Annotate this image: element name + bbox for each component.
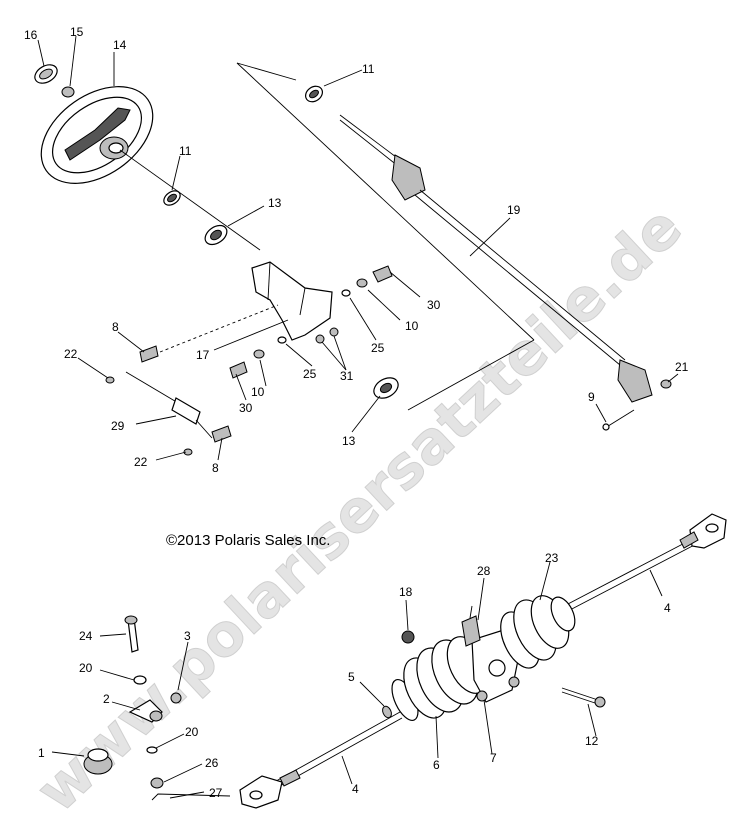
boot-right <box>500 595 576 669</box>
callout-13: 13 <box>268 196 282 210</box>
callout-3: 3 <box>184 629 191 643</box>
copyright-text: ©2013 Polaris Sales Inc. <box>166 532 330 549</box>
callout-4: 4 <box>352 782 359 796</box>
column-axis <box>119 149 261 251</box>
callout-22: 22 <box>134 455 148 469</box>
callout-22: 22 <box>64 347 78 361</box>
callout-12: 12 <box>585 734 599 748</box>
callout-10: 10 <box>405 319 419 333</box>
callout-2: 2 <box>103 692 110 706</box>
callout-30: 30 <box>427 298 441 312</box>
callout-11: 11 <box>179 144 192 158</box>
callout-27: 27 <box>209 786 223 800</box>
callout-18: 18 <box>399 585 413 599</box>
watermark-text: www.polarisersatzteile.de <box>23 193 694 826</box>
callout-21: 21 <box>675 360 689 374</box>
callout-8: 8 <box>212 461 219 475</box>
steering-wheel-part <box>40 86 154 184</box>
callout-29: 29 <box>111 419 125 433</box>
callout-5: 5 <box>348 670 355 684</box>
steering-rack-assembly <box>83 513 727 809</box>
callout-8: 8 <box>112 320 119 334</box>
boot-left <box>391 636 490 721</box>
callout-11: 11 <box>362 62 375 76</box>
callout-4: 4 <box>664 601 671 615</box>
callout-31: 31 <box>340 369 354 383</box>
callout-10: 10 <box>251 385 265 399</box>
callout-20: 20 <box>79 661 93 675</box>
callout-20: 20 <box>185 725 199 739</box>
watermark: www.polarisersatzteile.de <box>23 192 695 826</box>
callout-19: 19 <box>507 203 521 217</box>
callout-23: 23 <box>545 551 559 565</box>
callout-labels: 16 15 14 11 11 13 19 30 10 25 8 22 17 10… <box>24 25 689 800</box>
callout-1: 1 <box>38 746 45 760</box>
callout-24: 24 <box>79 629 93 643</box>
callout-30: 30 <box>239 401 253 415</box>
callout-16: 16 <box>24 28 38 42</box>
callout-14: 14 <box>113 38 127 52</box>
copyright: ©2013 Polaris Sales Inc. <box>166 532 330 549</box>
callout-7: 7 <box>490 751 497 765</box>
frame-line <box>236 62 297 81</box>
frame-line-3 <box>407 339 535 411</box>
callout-15: 15 <box>70 25 84 39</box>
callout-26: 26 <box>205 756 219 770</box>
callout-13: 13 <box>342 434 356 448</box>
callout-6: 6 <box>433 758 440 772</box>
callout-25: 25 <box>371 341 385 355</box>
leader-lines-lower <box>51 561 663 799</box>
frame-line-2 <box>236 62 535 341</box>
callout-25: 25 <box>303 367 317 381</box>
leader-lines-upper <box>37 35 679 461</box>
callout-28: 28 <box>477 564 491 578</box>
callout-17: 17 <box>196 348 210 362</box>
callout-9: 9 <box>588 390 595 404</box>
steering-column-assembly <box>34 62 672 456</box>
